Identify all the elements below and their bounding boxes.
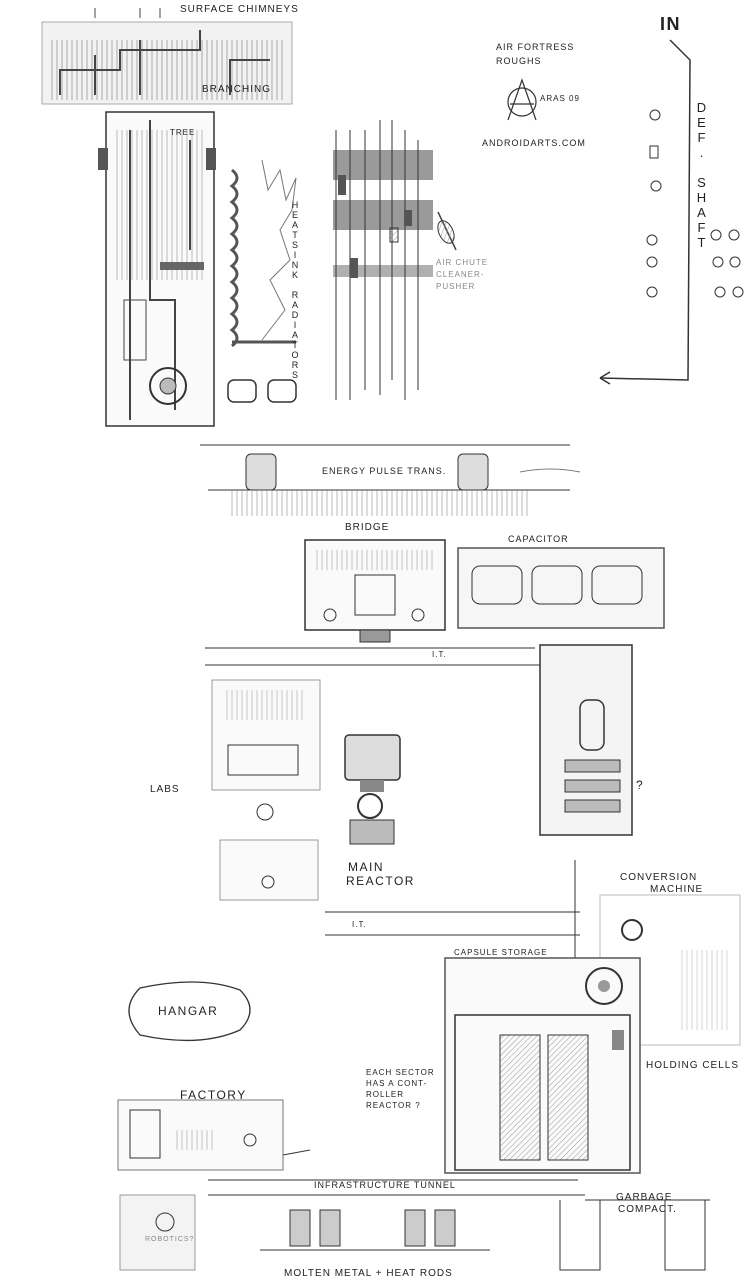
label-title-line1: AIR FORTRESS [496,42,575,52]
tree-shaft-sketch [98,111,216,427]
label-conversion-2: MACHINE [650,884,704,895]
bridge-sketch [304,539,446,643]
hangar-outline [128,981,251,1042]
robotics-sketch [119,1194,196,1271]
label-robotics: ROBOTICS? [145,1236,195,1243]
capsule-storage-sketch [444,957,641,1174]
label-holding-cells: HOLDING CELLS [646,1060,740,1071]
label-conversion-1: CONVERSION [620,872,698,883]
label-air-chute-2: CLEANER- [436,270,485,279]
label-surface-chimneys: SURFACE CHIMNEYS [180,4,299,15]
label-title-line2: ROUGHS [496,56,542,66]
label-infrastructure-tunnel: INFRASTRUCTURE TUNNEL [314,1180,456,1190]
label-energy-pulse: ENERGY PULSE TRANS. [322,466,447,476]
label-each-sector-2: HAS A CONT- [366,1079,428,1088]
label-heatsink-radiators: HEATSINK RADIATORS [290,200,300,380]
label-each-sector-1: EACH SECTOR [366,1068,435,1077]
label-branching: BRANCHING [202,84,272,95]
label-air-chute-3: PUSHER [436,282,476,291]
label-capsule-storage: CAPSULE STORAGE [454,948,548,957]
garbage-compact-sketch [559,1199,710,1271]
label-each-sector-3: ROLLER [366,1090,405,1099]
label-factory: FACTORY [180,1088,247,1102]
infrastructure-tunnel-sketch [208,1179,585,1251]
surface-chimneys-sketch [41,8,293,105]
label-labs: LABS [150,784,180,795]
energy-pulse-sketch [200,444,581,516]
capacitor-sketch [457,547,665,629]
signature-mark [507,78,537,121]
label-garbage-1: GARBAGE [616,1192,673,1203]
label-main-reactor-2: REACTOR [346,874,415,888]
right-column-machine-sketch [539,644,633,836]
label-air-chute-1: AIR CHUTE [436,258,489,267]
label-def-shaft: DEF. SHAFT [694,100,709,250]
label-bridge: BRIDGE [345,522,390,533]
label-it-1: I.T. [432,650,447,659]
label-hangar: HANGAR [158,1004,219,1018]
label-it-2: I.T. [352,920,367,929]
label-website: ANDROIDARTS.COM [482,138,586,148]
label-main-reactor-1: MAIN [348,860,384,874]
label-question: ? [636,778,644,792]
labs-sketch [211,679,321,901]
def-shaft-sketch [599,39,744,385]
label-tree: TREE [170,128,196,137]
label-molten-metal: MOLTEN METAL + HEAT RODS [284,1268,453,1279]
label-each-sector-4: REACTOR ? [366,1101,421,1110]
main-reactor-sketch [344,734,401,845]
it-tunnel-1 [205,647,540,666]
label-in: IN [660,14,681,34]
label-capacitor: CAPACITOR [508,534,569,544]
label-garbage-2: COMPACT. [618,1204,677,1215]
label-signature: ARAS 09 [540,94,580,103]
air-chute-sketch [333,120,457,400]
heatsink-radiators-sketch [227,159,297,403]
it-tunnel-2 [325,860,580,965]
factory-sketch [117,1099,311,1171]
